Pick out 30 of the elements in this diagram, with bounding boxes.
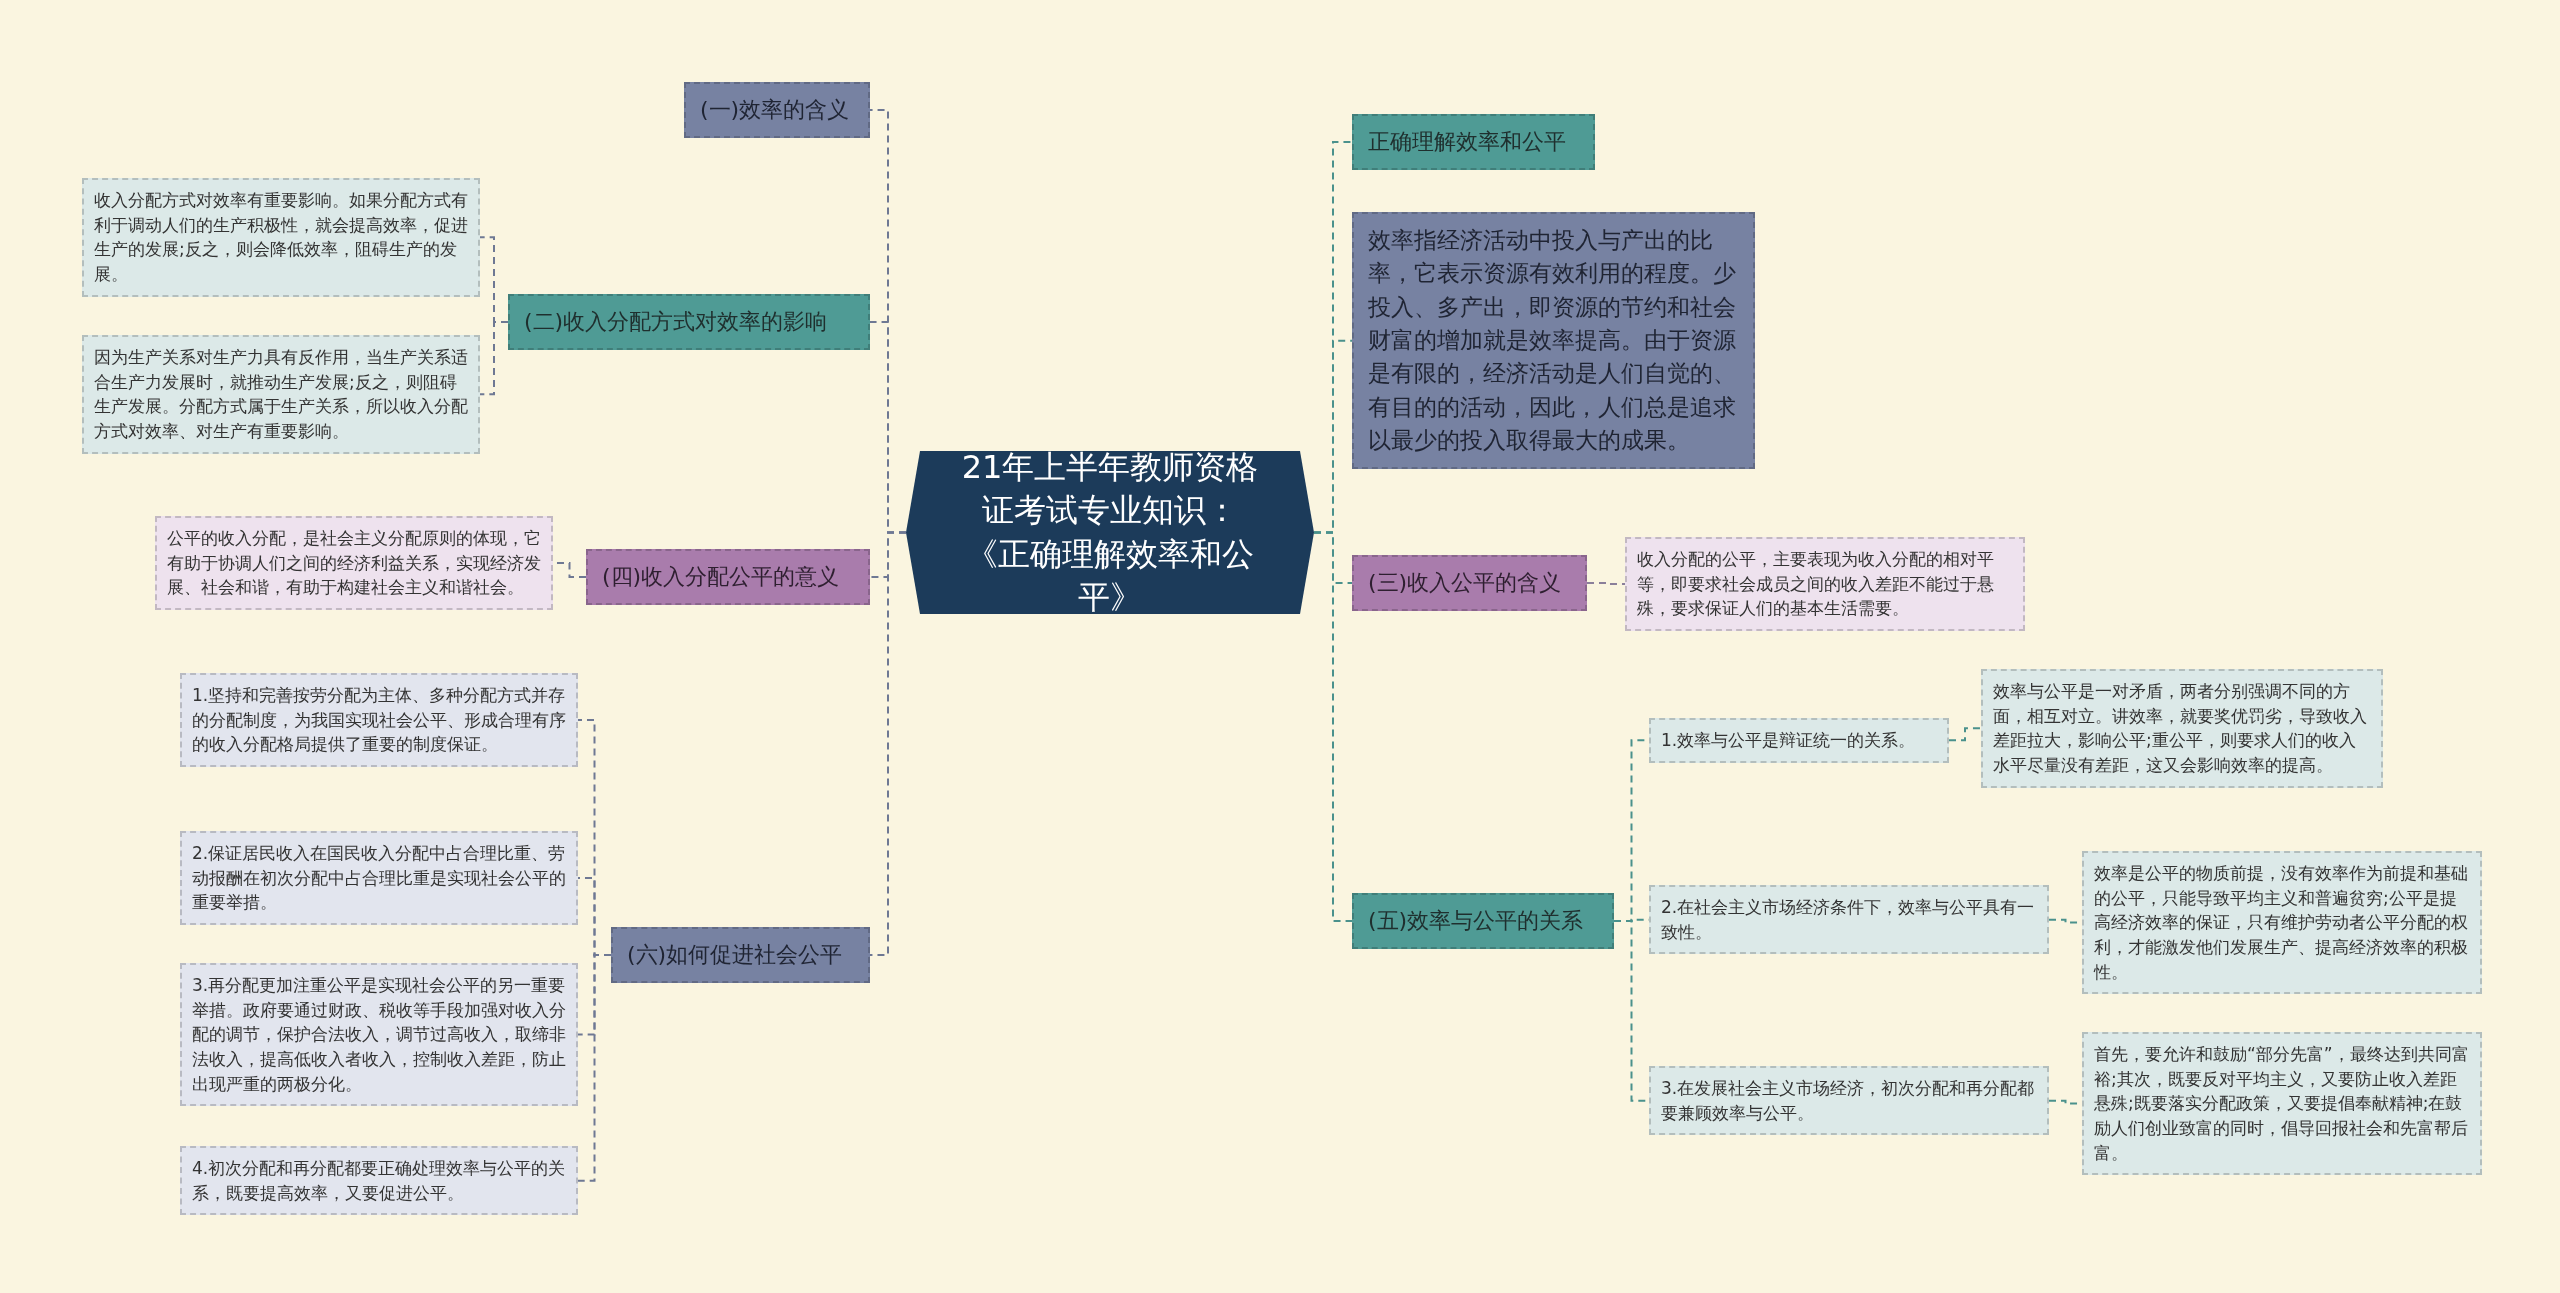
note-box: 首先，要允许和鼓励“部分先富”，最终达到共同富裕;其次，既要反对平均主义，又要防止收入差距悬殊;既要落实分配政策，又要提倡奉献精神;在鼓励人们创业致富的同时，倡导回报社会和先富帮后富。	[2082, 1032, 2482, 1176]
topic-box: (六)如何促进社会公平	[611, 927, 870, 983]
note-box: 3.再分配更加注重公平是实现社会公平的另一重要举措。政府要通过财政、税收等手段加强对收入分配的调节，保护合法收入，调节过高收入，取缔非法收入，提高低收入者收入，控制收入差距，防止出现严重的两极分化。	[180, 963, 578, 1107]
connector-line	[1948, 727, 1982, 742]
connector-line	[577, 953, 612, 1182]
note-box: 3.在发展社会主义市场经济，初次分配和再分配都要兼顾效率与公平。	[1649, 1066, 2049, 1136]
topic-box: (二)收入分配方式对效率的影响	[508, 294, 870, 350]
central-topic	[906, 451, 1314, 614]
topic-title: 21年上半年教师资格证考试专业知识：《正确理解效率和公平》	[960, 447, 1260, 618]
note-box: 4.初次分配和再分配都要正确处理效率与公平的关系，既要提高效率，又要促进公平。	[180, 1146, 578, 1216]
note-box: 收入分配方式对效率有重要影响。如果分配方式有利于调动人们的生产积极性，就会提高效率，促进生产的发展;反之，则会降低效率，阻碍生产的发展。	[82, 178, 480, 297]
note-box: 公平的收入分配，是社会主义分配原则的体现，它有助于协调人们之间的经济利益关系，实现经济发展、社会和谐，有助于构建社会主义和谐社会。	[155, 516, 553, 610]
topic-box: (五)效率与公平的关系	[1352, 893, 1614, 949]
note-box: 2.在社会主义市场经济条件下，效率与公平具有一致性。	[1649, 885, 2049, 955]
topic-box: (一)效率的含义	[684, 82, 870, 138]
connector-line	[1586, 581, 1626, 585]
note-box: 因为生产关系对生产力具有反作用，当生产关系适合生产力发展时，就推动生产发展;反之，则阻碍生产发展。分配方式属于生产关系，所以收入分配方式对效率、对生产有重要影响。	[82, 335, 480, 454]
note-box: 效率与公平是一对矛盾，两者分别强调不同的方面，相互对立。讲效率，就要奖优罚劣，导致收入差距拉大，影响公平;重公平，则要求人们的收入水平尽量没有差距，这又会影响效率的提高。	[1981, 669, 2383, 788]
topic-box: 效率指经济活动中投入与产出的比率，它表示资源有效利用的程度。少投入、多产出，即资源的节约和社会财富的增加就是效率提高。由于资源是有限的，经济活动是人们自觉的、有目的的活动，因此，人们总是追求以最少的投入取得最大的成果。	[1352, 212, 1755, 470]
note-box: 2.保证居民收入在国民收入分配中占合理比重、劳动报酬在初次分配中占合理比重是实现社会公平的重要举措。	[180, 831, 578, 925]
topic-box: 正确理解效率和公平	[1352, 114, 1595, 170]
note-box: 1.坚持和完善按劳分配为主体、多种分配方式并存的分配制度，为我国实现社会公平、形成合理有序的收入分配格局提供了重要的制度保证。	[180, 673, 578, 767]
topic-box: (四)收入分配公平的意义	[586, 549, 870, 605]
note-box: 效率是公平的物质前提，没有效率作为前提和基础的公平，只能导致平均主义和普遍贫穷;公平是提高经济效率的保证，只有维护劳动者公平分配的权利，才能激发他们发展生产、提高经济效率的积极性。	[2082, 851, 2482, 995]
connector-line	[869, 531, 907, 956]
connector-line	[479, 320, 509, 396]
note-box: 1.效率与公平是辩证统一的关系。	[1649, 718, 1949, 763]
connector-line	[1313, 531, 1353, 922]
topic-box: (三)收入公平的含义	[1352, 555, 1587, 611]
note-box: 收入分配的公平，主要表现为收入分配的相对平等，即要求社会成员之间的收入差距不能过于悬殊，要求保证人们的基本生活需要。	[1625, 537, 2025, 631]
